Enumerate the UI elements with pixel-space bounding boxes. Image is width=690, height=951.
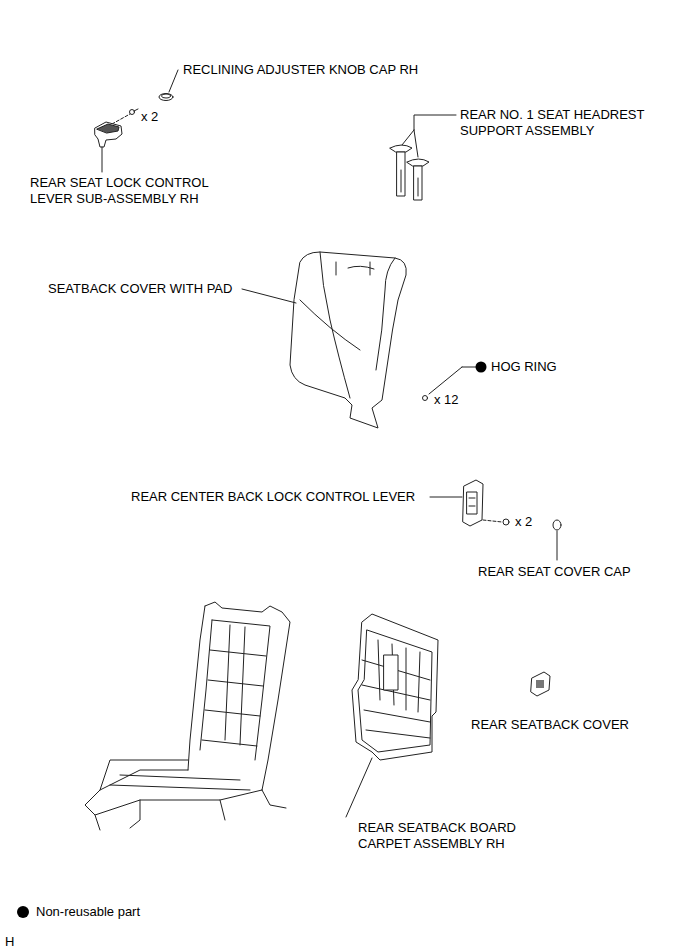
leader-line — [429, 367, 462, 394]
seat-frame — [85, 602, 290, 830]
legend-swatch — [16, 905, 30, 919]
part-name: REAR SEAT COVER CAP — [478, 564, 631, 580]
part-name: RECLINING ADJUSTER KNOB CAP RH — [183, 62, 418, 78]
leader-line — [462, 367, 476, 368]
lock-control-lever — [95, 122, 122, 172]
quantity-label: x 2 — [141, 109, 158, 125]
screw — [112, 109, 138, 124]
part-name: SEATBACK COVER WITH PAD — [48, 281, 232, 297]
seatback-board — [346, 614, 438, 817]
page-code: H — [5, 934, 14, 950]
legend-text: Non-reusable part — [36, 904, 140, 919]
part-name: REAR SEATBACK BOARD CARPET ASSEMBLY RH — [358, 820, 540, 852]
quantity-label: x 12 — [434, 392, 459, 408]
part-name: REAR SEAT LOCK CONTROL LEVER SUB-ASSEMBL… — [30, 175, 226, 207]
part-name: REAR NO. 1 SEAT HEADREST SUPPORT ASSEMBL… — [460, 107, 686, 139]
center-lock-lever — [430, 480, 509, 526]
leader-line — [402, 130, 414, 145]
hog-ring — [423, 396, 428, 401]
headrest-support — [390, 145, 429, 200]
seatback-cover — [290, 252, 406, 428]
part-name: REAR CENTER BACK LOCK CONTROL LEVER — [131, 489, 415, 505]
rear-seatback-cover — [531, 672, 550, 696]
leader-line — [414, 115, 456, 130]
seat-cover-cap — [553, 520, 561, 560]
leader-line — [169, 70, 178, 92]
part-name: HOG RING — [491, 359, 557, 375]
knob-cap — [159, 94, 173, 101]
part-name: REAR SEATBACK COVER — [471, 717, 629, 733]
leader-line — [414, 130, 418, 157]
legend-entry: Non-reusable part — [16, 904, 140, 919]
leader-line — [242, 289, 296, 303]
quantity-label: x 2 — [515, 514, 532, 530]
non-reusable-mark — [476, 362, 487, 373]
